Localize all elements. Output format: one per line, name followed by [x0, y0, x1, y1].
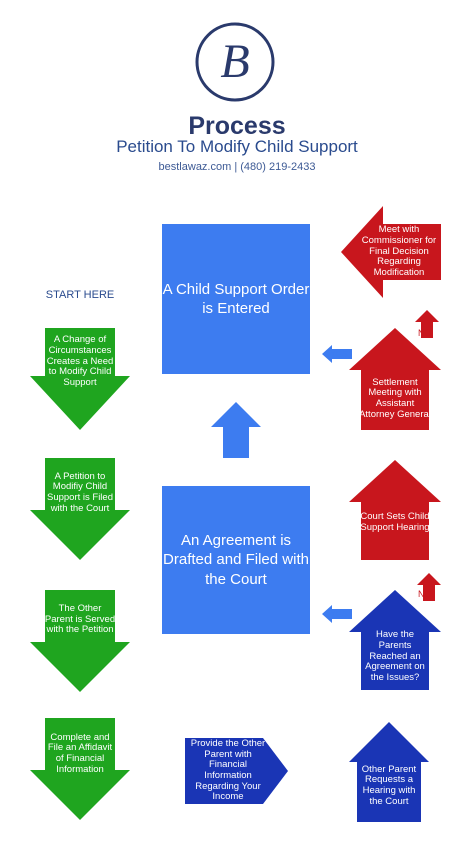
- green-step-1: A Change of Circumstances Creates a Need…: [46, 334, 114, 388]
- no-label-lower: NO: [418, 589, 432, 599]
- green-arrow-3: [30, 590, 130, 692]
- navy-right-arrow: [185, 738, 288, 804]
- start-label: START HERE: [45, 289, 115, 301]
- navy-up-arrow-question: [349, 590, 441, 690]
- yes-label-upper: YES: [330, 349, 349, 359]
- green-arrow-4: [30, 718, 130, 820]
- navy-up-arrow-hearing: [349, 722, 429, 822]
- green-step-4: Complete and File an Affidavit of Financ…: [47, 731, 113, 775]
- red-step-court: Court Sets Child Support Hearing: [360, 511, 430, 533]
- page-title: Process: [188, 112, 286, 140]
- green-step-3: The Other Parent is Served with the Peti…: [44, 603, 116, 636]
- contact-info: bestlawaz.com | (480) 219-2433: [158, 161, 316, 173]
- no-arrow-upper: [415, 310, 439, 338]
- no-label-upper: NO: [418, 328, 432, 338]
- red-step-meet: Meet with Commissioner for Final Decisio…: [361, 224, 437, 278]
- navy-step-question: Have the Parents Reached an Agreement on…: [365, 629, 425, 683]
- navy-step-hearing: Other Parent Requests a Hearing with the…: [361, 763, 417, 807]
- green-arrow-2: [30, 458, 130, 560]
- yes-label-lower: YES: [330, 609, 349, 619]
- red-up-arrow-court: [349, 460, 441, 560]
- logo: B: [195, 22, 275, 102]
- red-left-arrow: [341, 206, 441, 298]
- page-subtitle: Petition To Modify Child Support: [116, 137, 358, 156]
- blue-up-arrow: [211, 402, 261, 458]
- red-up-arrow-settlement: [349, 328, 441, 430]
- no-arrow-lower: [417, 573, 441, 601]
- yes-arrow-lower: [322, 605, 352, 623]
- yes-arrow-upper: [322, 345, 352, 363]
- green-arrow-1: [30, 328, 130, 430]
- navy-step-provide: Provide the Other Parent with Financial …: [190, 738, 266, 803]
- order-entered-box: A Child Support Order is Entered: [162, 224, 310, 374]
- agreement-box: An Agreement is Drafted and Filed with t…: [162, 486, 310, 634]
- red-step-settlement: Settlement Meeting with Assistant Attorn…: [359, 376, 431, 420]
- green-step-2: A Petition to Modifiy Child Support is F…: [46, 470, 113, 514]
- logo-letter: B: [220, 35, 249, 88]
